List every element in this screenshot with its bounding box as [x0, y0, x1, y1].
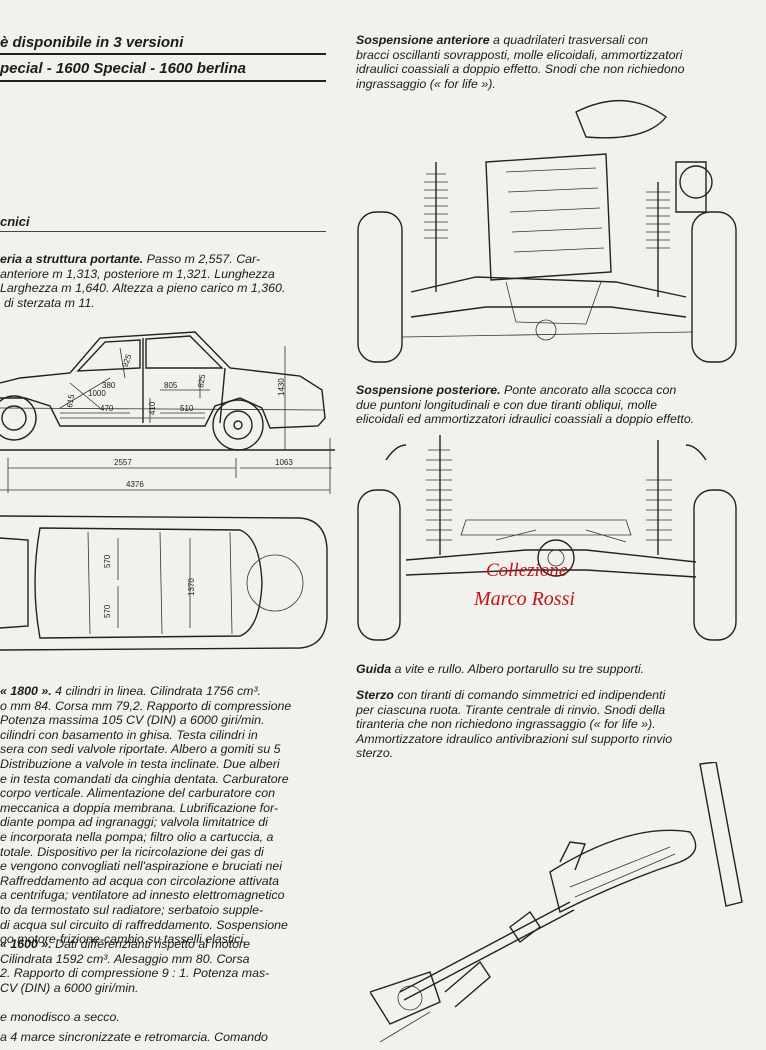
dim-overhang: 1063	[275, 458, 293, 467]
watermark-name: Marco Rossi	[474, 588, 575, 610]
frizione-line: e monodisco a secco.	[0, 1010, 120, 1024]
sterzo-line: sterzo.	[356, 746, 394, 761]
dim-label: 380	[102, 381, 116, 390]
dim-label: 570	[103, 604, 112, 618]
carrozzeria-line: di sterzata m 11.	[4, 295, 95, 310]
motore-line: to da termostato sul radiatore; serbatoi…	[0, 902, 264, 917]
motore-1800-paragraph: « 1800 ». 4 cilindri in linea. Cilindrat…	[0, 684, 335, 947]
sterzo-line: tiranteria che non richiedono ingrassagg…	[356, 717, 656, 732]
section-title: cnici	[0, 214, 30, 229]
motore-1600-lead: « 1600 ».	[0, 937, 52, 951]
motore-1800-lead: « 1800 ».	[0, 684, 52, 698]
cambio-line: a 4 marce sincronizzate e retromarcia. C…	[0, 1030, 268, 1044]
sterzo-line: con tiranti di comando simmetrici ed ind…	[397, 688, 666, 702]
carrozzeria-line: Passo m 2,557. Car-	[146, 252, 261, 266]
motore-line: diante pompa ad ingranaggi; valvola limi…	[0, 815, 268, 830]
motore-line: 2. Rapporto di compressione 9 : 1. Poten…	[0, 966, 270, 981]
rear-suspension-drawing	[357, 435, 737, 641]
motore-line: CV (DIN) a 6000 giri/min.	[0, 980, 139, 995]
sosp-post-lead: Sospensione posteriore.	[356, 383, 501, 397]
dim-label: 825	[196, 373, 207, 388]
dim-label: 470	[100, 404, 114, 413]
carrozzeria-line: Larghezza m 1,640. Altezza a pieno caric…	[0, 281, 286, 296]
motore-line: cilindri con basamento in ghisa. Testa c…	[0, 727, 258, 742]
guida-line: a vite e rullo. Albero portarullo su tre…	[394, 662, 645, 676]
section-rule	[0, 231, 326, 232]
sosp-ant-lead: Sospensione anteriore	[356, 33, 490, 47]
headline-rule	[0, 53, 326, 55]
sosp-line: Ponte ancorato alla scocca con	[504, 383, 677, 397]
motore-line: e in testa comandati da cinghia dentata.…	[0, 771, 289, 786]
motore-line: corpo verticale. Alimentazione del carbu…	[0, 786, 276, 801]
sospensione-posteriore-paragraph: Sospensione posteriore. Ponte ancorato a…	[356, 383, 756, 427]
motore-line: a centrifuga; ventilatore ad innesto ele…	[0, 888, 285, 903]
carrozzeria-paragraph: eria a struttura portante. Passo m 2,557…	[0, 252, 335, 310]
sterzo-line: Ammortizzatore idraulico antivibrazioni …	[356, 731, 673, 746]
sosp-line: ingrassaggio (« for life »).	[356, 76, 496, 91]
steering-column-drawing	[370, 762, 743, 1043]
sterzo-paragraph: Sterzo con tiranti di comando simmetrici…	[356, 688, 756, 761]
dim-label: 805	[164, 381, 178, 390]
carrozzeria-line: anteriore m 1,313, posteriore m 1,321. L…	[0, 266, 275, 281]
dim-label: 615	[65, 393, 76, 408]
dim-label: 925	[120, 353, 133, 369]
car-side-view-drawing: 925 1430 805 825 380 1000 510 410 470 61…	[0, 331, 335, 494]
sosp-line: idraulici coassiali a doppio effetto. Sn…	[356, 62, 685, 77]
front-suspension-drawing	[357, 99, 737, 363]
dim-wheelbase: 2557	[114, 458, 132, 467]
motore-line: oo motore-frizione-cambio su tasselli el…	[0, 932, 247, 947]
headline-rule-2	[0, 80, 326, 82]
headline-models: pecial - 1600 Special - 1600 berlina	[0, 60, 246, 77]
dim-label: 570	[103, 554, 112, 568]
motore-line: meccanica a doppia membrana. Lubrificazi…	[0, 800, 279, 815]
motore-line: di acqua sul circuito di raffreddamento.…	[0, 917, 288, 932]
motore-line: totale. Dispositivo per la ricircolazion…	[0, 844, 264, 859]
motore-line: e vengono convogliati nell'aspirazione e…	[0, 859, 283, 874]
headline-versions: è disponibile in 3 versioni	[0, 34, 184, 51]
motore-line: Dati differenzianti rispetto al motore	[55, 937, 251, 951]
sterzo-line: per ciascuna ruota. Tirante centrale di …	[356, 702, 666, 717]
carrozzeria-lead: eria a struttura portante.	[0, 252, 144, 266]
watermark-collezione: Collezione	[486, 560, 568, 581]
sterzo-lead: Sterzo	[356, 688, 394, 702]
motore-line: Potenza massima 105 CV (DIN) a 6000 giri…	[0, 713, 265, 728]
sospensione-anteriore-paragraph: Sospensione anteriore a quadrilateri tra…	[356, 33, 756, 91]
motore-line: e incorporata nella pompa; filtro olio a…	[0, 829, 274, 844]
motore-line: Cilindrata 1592 cm³. Alesaggio mm 80. Co…	[0, 951, 250, 966]
sosp-line: bracci oscillanti sovrapposti, molle eli…	[356, 47, 683, 62]
car-top-view-drawing: 570 570 1370	[0, 515, 328, 651]
motore-line: Distribuzione a valvole in testa inclina…	[0, 756, 280, 771]
motore-1600-paragraph: « 1600 ». Dati differenzianti rispetto a…	[0, 937, 335, 995]
dim-label: 510	[180, 404, 194, 413]
sosp-line: a quadrilateri trasversali con	[493, 33, 649, 47]
dim-label: 1000	[88, 389, 106, 398]
dim-label: 1370	[187, 578, 196, 596]
sosp-line: elicoidali ed ammortizzatori idraulici c…	[356, 412, 695, 427]
dim-label: 1430	[277, 378, 286, 396]
motore-line: sera con sedi valvole riportate. Albero …	[0, 742, 281, 757]
dim-label: 410	[148, 401, 157, 415]
motore-line: 4 cilindri in linea. Cilindrata 1756 cm³…	[55, 684, 262, 698]
guida-paragraph: Guida a vite e rullo. Albero portarullo …	[356, 662, 756, 677]
motore-line: Raffreddamento ad acqua con circolazione…	[0, 873, 279, 888]
guida-lead: Guida	[356, 662, 392, 676]
sosp-line: due puntoni longitudinali e con due tira…	[356, 397, 658, 412]
dim-length: 4376	[126, 480, 144, 489]
motore-line: o mm 84. Corsa mm 79,2. Rapporto di comp…	[0, 698, 292, 713]
